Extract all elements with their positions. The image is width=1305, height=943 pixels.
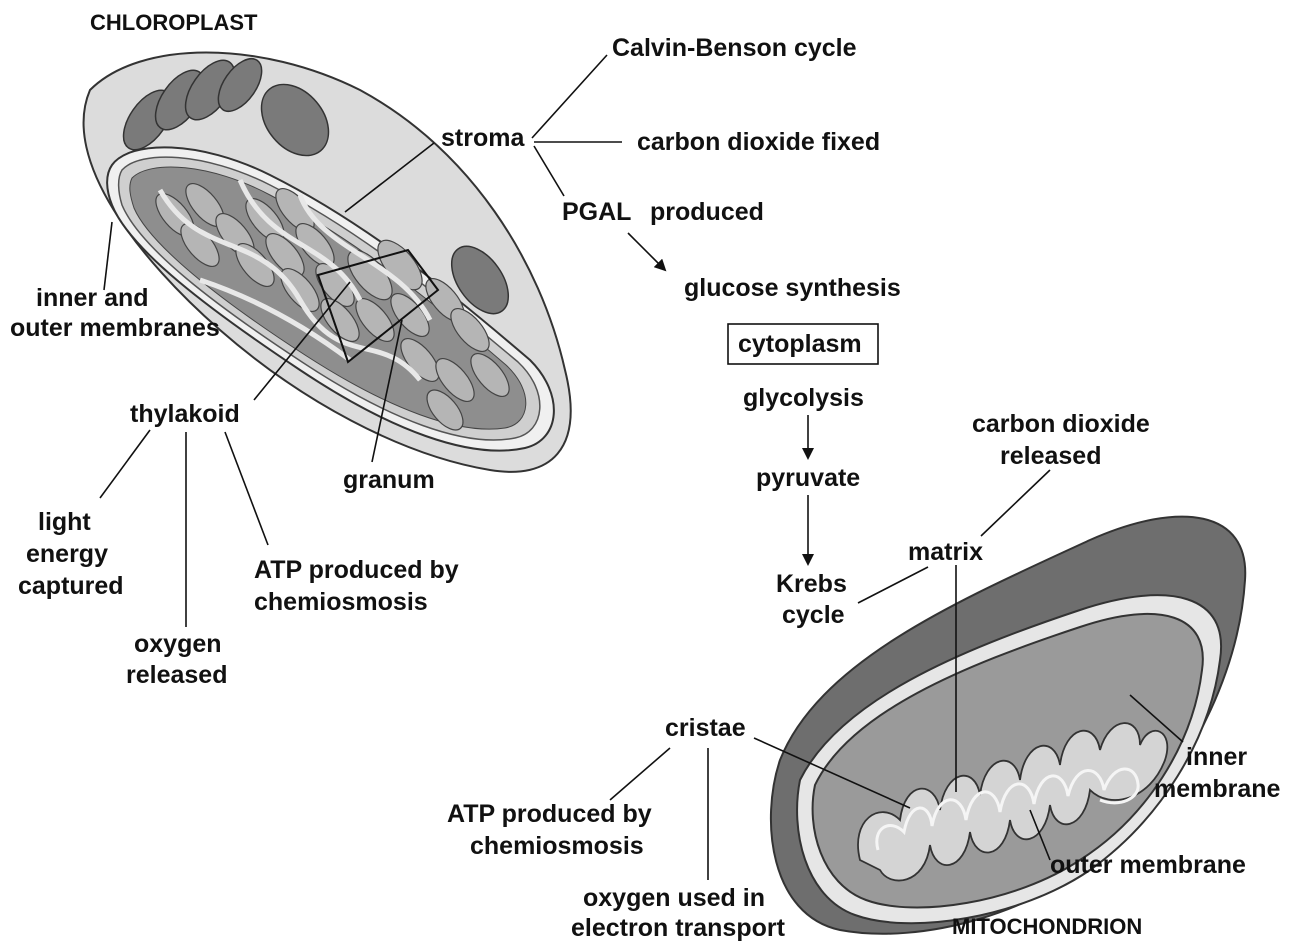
label-inner-line2: membrane <box>1154 775 1281 803</box>
leader-matrix-co2 <box>981 470 1050 536</box>
label-light-line2: energy <box>26 540 108 568</box>
label-pyruvate: pyruvate <box>756 464 860 492</box>
label-produced: produced <box>650 198 764 226</box>
mitochondrion-title: MITOCHONDRION <box>952 914 1142 939</box>
label-granum: granum <box>343 466 435 494</box>
label-pgal: PGAL <box>562 198 631 226</box>
label-mito-atp-line1: ATP produced by <box>447 800 652 828</box>
label-krebs-line1: Krebs <box>776 570 847 598</box>
arrow-pgal-glucose <box>628 233 665 270</box>
leader-thylakoid-light <box>100 430 150 498</box>
label-mito-atp-line2: chemiosmosis <box>470 832 644 860</box>
label-light-line3: captured <box>18 572 124 600</box>
leader-matrix-krebs <box>858 567 928 603</box>
label-krebs-line2: cycle <box>782 601 845 629</box>
label-mito-co2-line1: carbon dioxide <box>972 410 1150 438</box>
label-calvin-benson: Calvin-Benson cycle <box>612 34 857 62</box>
label-oxygen-used-line1: oxygen used in <box>583 884 765 912</box>
label-mito-co2-line2: released <box>1000 442 1101 470</box>
leader-cristae-atp <box>610 748 670 800</box>
label-glycolysis: glycolysis <box>743 384 864 412</box>
label-membranes-line1: inner and <box>36 284 149 312</box>
leader-membranes <box>104 222 112 290</box>
label-cristae: cristae <box>665 714 746 742</box>
leader-thylakoid-atp <box>225 432 268 545</box>
label-chloro-atp-line1: ATP produced by <box>254 556 459 584</box>
label-chloro-atp-line2: chemiosmosis <box>254 588 428 616</box>
pathway-labels: glucose synthesis cytoplasm glycolysis p… <box>684 274 901 629</box>
label-oxygen-used-line2: electron transport <box>571 914 786 942</box>
label-light-line1: light <box>38 508 91 536</box>
label-stroma: stroma <box>441 124 525 152</box>
leader-stroma-calvin <box>532 55 607 138</box>
label-glucose-synthesis: glucose synthesis <box>684 274 901 302</box>
label-outer-membrane: outer membrane <box>1050 851 1246 879</box>
label-oxygen-line2: released <box>126 661 227 689</box>
label-matrix: matrix <box>908 538 983 566</box>
label-membranes-line2: outer membranes <box>10 314 220 342</box>
label-oxygen-line1: oxygen <box>134 630 222 658</box>
leader-stroma-pgal <box>534 146 564 196</box>
label-cytoplasm: cytoplasm <box>738 330 862 358</box>
label-inner-line1: inner <box>1186 743 1247 771</box>
label-thylakoid: thylakoid <box>130 400 240 428</box>
chloroplast-title: CHLOROPLAST <box>90 10 258 35</box>
label-co2-fixed: carbon dioxide fixed <box>637 128 880 156</box>
